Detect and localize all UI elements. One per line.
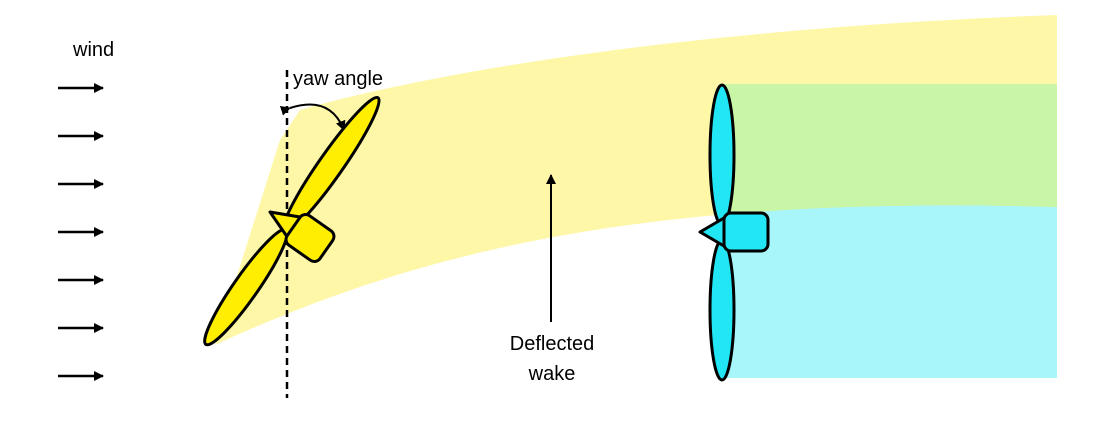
yawed-turbine	[203, 95, 381, 347]
downstream-turbine-upper-blade	[708, 83, 736, 227]
downstream-turbine-lower-blade	[708, 238, 736, 382]
yawed-turbine-nacelle	[284, 213, 336, 263]
downstream-turbine-nose-cone	[698, 216, 726, 248]
downstream-turbine-nacelle	[722, 211, 770, 253]
deflected-wake-label-line2: wake	[528, 363, 576, 385]
deflected-wake-label-line1: Deflected	[510, 333, 595, 355]
downstream-turbine	[698, 83, 770, 382]
yaw-angle-arc-arrow	[279, 103, 346, 131]
wind-label: wind	[72, 39, 114, 61]
yaw-angle-label: yaw angle	[293, 68, 383, 90]
wind-arrows	[58, 83, 104, 381]
